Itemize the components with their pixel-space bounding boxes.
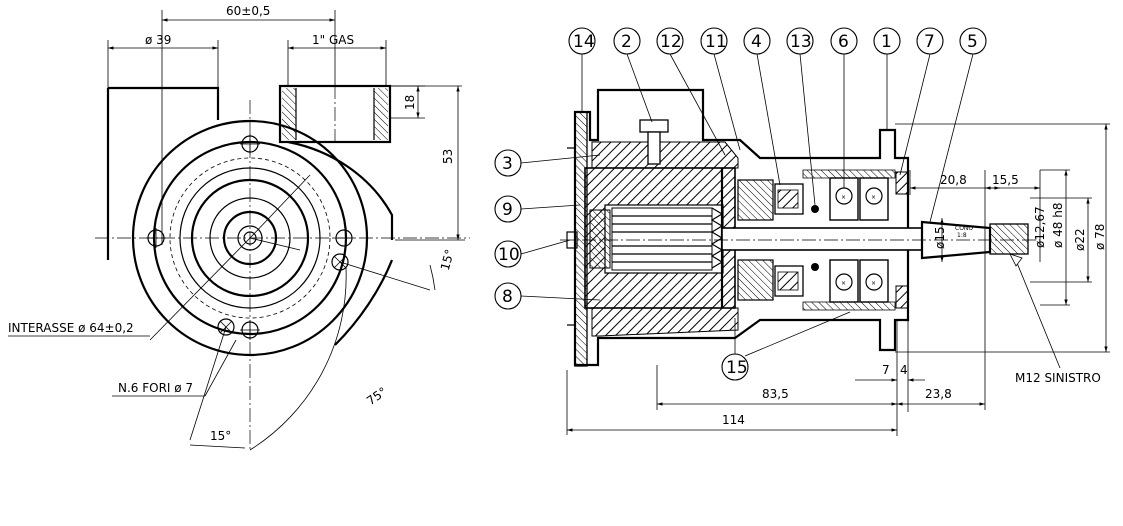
dim-75-deg: 75° [364, 384, 389, 408]
balloon-2: 2 [621, 32, 632, 52]
balloon-13: 13 [790, 32, 812, 52]
balloon-8: 8 [502, 287, 513, 307]
front-view: 60±0,5 ø 39 1" GAS 18 53 [8, 4, 470, 451]
m12-label: M12 SINISTRO [1015, 371, 1101, 385]
balloon-4: 4 [751, 32, 762, 52]
svg-text:×: × [841, 194, 846, 201]
balloon-12: 12 [660, 32, 682, 52]
dim-20-8: 20,8 [940, 173, 967, 187]
dim-114: 114 [722, 413, 745, 427]
balloon-1: 1 [881, 32, 892, 52]
dim-15-deg-b: 15° [210, 429, 231, 443]
dim-15-deg-a: 15° [438, 248, 457, 272]
dim-1-gas: 1" GAS [312, 33, 354, 47]
dim-60: 60±0,5 [226, 4, 270, 18]
cono-label: CONO [955, 225, 973, 232]
balloon-7: 7 [924, 32, 935, 52]
balloon-15: 15 [726, 358, 748, 378]
impeller [589, 207, 724, 271]
balloon-9: 9 [502, 200, 513, 220]
dim-4: 4 [900, 363, 908, 377]
svg-text:×: × [871, 194, 876, 201]
bearings: × × × × [829, 177, 889, 303]
svg-text:×: × [841, 280, 846, 287]
dim-23-8: 23,8 [925, 387, 952, 401]
svg-text:×: × [871, 280, 876, 287]
balloon-5: 5 [967, 32, 978, 52]
cono-ratio: 1:8 [957, 232, 967, 239]
dim-18: 18 [403, 95, 417, 110]
balloons-top: 14 2 12 11 4 13 6 1 7 5 [568, 27, 987, 55]
interasse-label: INTERASSE ø 64±0,2 [8, 321, 134, 335]
dim-phi48: ø 48 h8 [1051, 203, 1065, 248]
balloon-10: 10 [498, 245, 520, 265]
fori-label: N.6 FORI ø 7 [118, 381, 193, 395]
section-view: × × × × 14 2 12 11 4 13 6 1 7 5 [494, 27, 1110, 436]
balloon-6: 6 [838, 32, 849, 52]
dim-7: 7 [882, 363, 890, 377]
dim-phi39: ø 39 [145, 33, 171, 47]
dim-15-5: 15,5 [992, 173, 1019, 187]
dim-phi12-67: ø12,67 [1033, 206, 1047, 248]
balloon-11: 11 [705, 32, 727, 52]
dim-phi15: ø15 [933, 226, 947, 249]
balloon-14: 14 [573, 32, 595, 52]
balloon-3: 3 [502, 154, 513, 174]
dim-53: 53 [441, 149, 455, 164]
dim-phi22: ø22 [1073, 228, 1087, 251]
dim-83-5: 83,5 [762, 387, 789, 401]
dim-phi78: ø 78 [1093, 224, 1107, 250]
